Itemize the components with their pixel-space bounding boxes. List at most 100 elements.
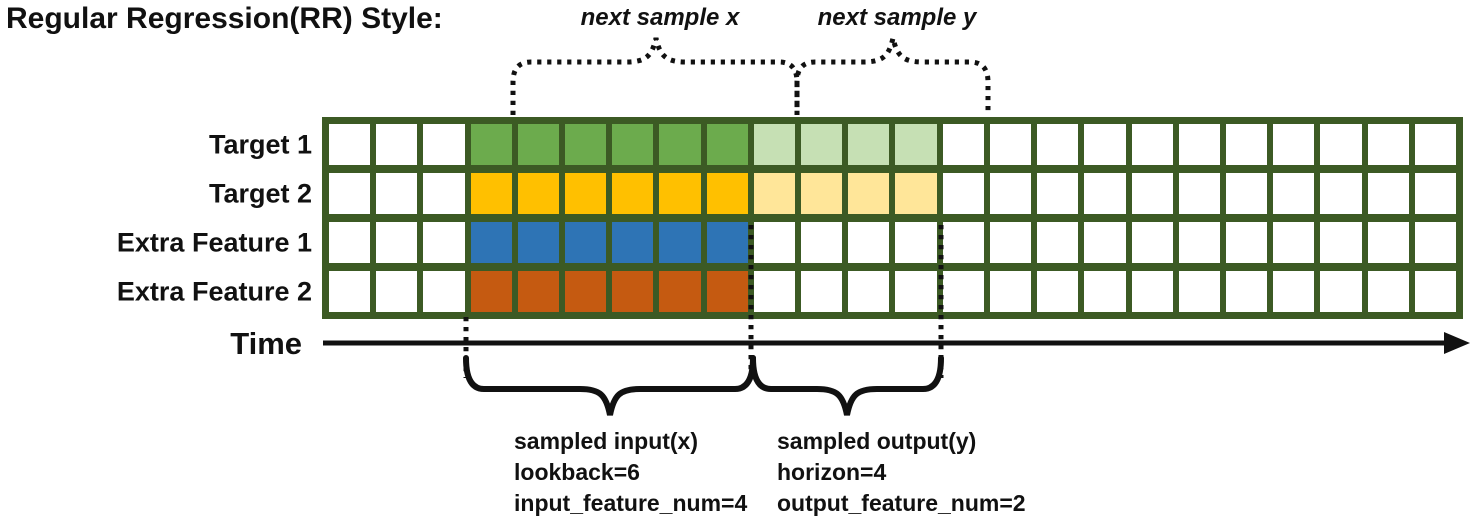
grid-cell [329,271,371,312]
grid-cell [470,271,512,312]
time-series-grid [322,117,1463,319]
input-feature-num-value: input_feature_num=4 [514,490,748,516]
grid-cell [1273,222,1315,263]
grid-cell [753,124,796,165]
grid-cell [517,173,560,214]
diagram-title: Regular Regression(RR) Style: [6,2,443,35]
grid-cell [1131,222,1173,263]
grid-cell [942,271,984,312]
grid-cell [423,222,465,263]
grid-cell [517,222,560,263]
grid-cell [1037,271,1079,312]
grid-cell [1367,222,1409,263]
grid-cell [1225,173,1268,214]
grid-cell [848,222,890,263]
grid-cell [612,271,654,312]
grid-cell [1178,222,1220,263]
grid-cell [517,124,560,165]
grid-cell [1037,173,1079,214]
grid-cell [895,222,937,263]
sampled-input-title: sampled input(x) [514,428,699,454]
grid-cell [470,124,512,165]
grid-cell [1320,124,1362,165]
grid-cell [1225,222,1268,263]
grid-cell [989,222,1032,263]
grid-cell [612,173,654,214]
grid-cell [1320,173,1362,214]
grid-cell [801,124,843,165]
grid-cell [423,271,465,312]
row-label-extra-feature-2: Extra Feature 2 [116,276,312,306]
grid-cell [565,222,607,263]
grid-cell [848,173,890,214]
grid-cell [1367,271,1409,312]
grid-cell [1037,222,1079,263]
grid-cell [376,222,418,263]
lookback-value: lookback=6 [514,459,640,485]
grid-cell [659,124,701,165]
grid-cell [1273,124,1315,165]
grid-cell [1084,222,1126,263]
grid-cell [1414,222,1456,263]
grid-cell [329,222,371,263]
grid-cell [895,173,937,214]
grid-cell [1084,271,1126,312]
grid-cell [1131,271,1173,312]
grid-cell [1273,173,1315,214]
horizon-value: horizon=4 [777,459,887,485]
grid-cell [706,173,748,214]
grid-cell [659,173,701,214]
grid-cell [1178,173,1220,214]
grid-cell [1367,173,1409,214]
sampled-output-brace [750,355,944,416]
grid-cell [706,222,748,263]
grid-cell [423,124,465,165]
grid-cell [706,124,748,165]
grid-cell [1414,173,1456,214]
time-axis-arrowhead-icon [1444,332,1470,354]
next-sample-x-brace [510,37,800,115]
grid-cell [1178,271,1220,312]
grid-cell [989,173,1032,214]
grid-cell [1320,222,1362,263]
sampled-input-note: sampled input(x) lookback=6 input_featur… [514,426,747,516]
grid-cell [942,222,984,263]
grid-cell [895,124,937,165]
grid-cell [706,271,748,312]
grid-cell [895,271,937,312]
grid-cell [942,124,984,165]
grid-cell [1225,124,1268,165]
grid-cell [801,271,843,312]
grid-cell [1414,271,1456,312]
grid-cell [376,271,418,312]
grid-cell [517,271,560,312]
grid-cell [848,271,890,312]
grid-cell [942,173,984,214]
grid-cell [801,173,843,214]
grid-cell [989,271,1032,312]
grid-cell [612,124,654,165]
grid-cell [1084,124,1126,165]
grid-cell [1178,124,1220,165]
grid-cell [801,222,843,263]
row-label-target-1: Target 1 [208,129,312,159]
grid-cell [376,173,418,214]
row-label-extra-feature-1: Extra Feature 1 [116,227,312,257]
grid-cell [1037,124,1079,165]
sampled-output-note: sampled output(y) horizon=4 output_featu… [777,426,1026,516]
grid-cell [565,124,607,165]
grid-cell [753,222,796,263]
grid-cell [1320,271,1362,312]
grid-cell [1131,173,1173,214]
grid-cell [1273,271,1315,312]
grid-cell [612,222,654,263]
grid-cell [376,124,418,165]
next-sample-x-label: next sample x [580,4,740,31]
grid-cell [470,173,512,214]
grid-cell [848,124,890,165]
grid-cell [329,173,371,214]
grid-cell [565,173,607,214]
grid-cell [659,271,701,312]
grid-cell [1131,124,1173,165]
